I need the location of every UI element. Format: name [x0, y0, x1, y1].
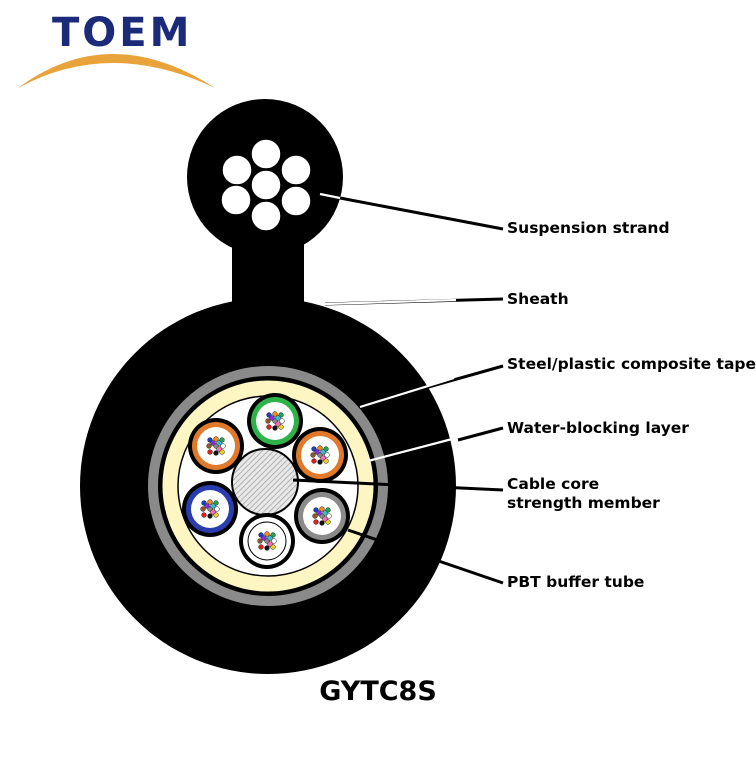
- steel-wire: [220, 184, 252, 216]
- fiber: [206, 443, 212, 449]
- leader-line-white-segments: [319, 192, 457, 463]
- steel-wire: [280, 185, 312, 217]
- label-cable-core: Cable core: [507, 475, 600, 493]
- label-strength-member: strength member: [507, 494, 660, 512]
- leader-lines: [292, 196, 504, 585]
- fiber: [216, 446, 222, 452]
- logo-swoosh: [18, 54, 215, 88]
- fiber: [261, 535, 267, 541]
- fiber: [319, 506, 325, 512]
- fiber: [266, 424, 272, 430]
- fiber: [216, 440, 222, 446]
- steel-wire: [221, 154, 253, 186]
- optical-fibers: [200, 411, 332, 551]
- fiber: [272, 411, 278, 417]
- label-composite-tape: Steel/plastic composite tape: [507, 355, 756, 373]
- steel-wires: [220, 138, 312, 232]
- leader-pbt: [347, 528, 504, 585]
- fiber: [275, 421, 281, 427]
- fiber: [258, 544, 264, 550]
- fiber: [320, 455, 326, 461]
- steel-wire: [250, 169, 282, 201]
- fiber: [322, 510, 328, 516]
- fiber: [220, 443, 226, 449]
- fiber: [207, 513, 213, 519]
- fiber: [210, 503, 216, 509]
- logo-text: TOEM: [52, 10, 193, 56]
- central-strength-member: [231, 448, 299, 516]
- fiber: [214, 506, 220, 512]
- fiber: [210, 509, 216, 515]
- fiber: [207, 449, 213, 455]
- fiber: [264, 545, 270, 551]
- fiber: [267, 535, 273, 541]
- fiber: [317, 459, 323, 465]
- fiber: [269, 415, 275, 421]
- label-pbt-tube: PBT buffer tube: [507, 573, 645, 591]
- fiber: [267, 541, 273, 547]
- fiber: [310, 452, 316, 458]
- fiber: [213, 450, 219, 456]
- steel-wire: [250, 200, 282, 232]
- leader-suspension: [339, 196, 504, 231]
- label-sheath: Sheath: [507, 290, 569, 308]
- fiber: [265, 418, 271, 424]
- leader-water-blocking: [457, 426, 504, 442]
- fiber: [210, 440, 216, 446]
- leader-composite-tape: [424, 364, 504, 390]
- label-suspension-strand: Suspension strand: [507, 219, 670, 237]
- label-water-blocking: Water-blocking layer: [507, 419, 689, 437]
- fiber: [324, 452, 330, 458]
- fiber: [322, 516, 328, 522]
- steel-wire: [280, 154, 312, 186]
- fiber: [264, 531, 270, 537]
- fiber: [313, 519, 319, 525]
- fiber: [311, 458, 317, 464]
- fiber: [213, 436, 219, 442]
- fiber: [279, 418, 285, 424]
- fiber: [320, 449, 326, 455]
- fiber: [326, 513, 332, 519]
- fiber: [272, 425, 278, 431]
- fiber: [314, 449, 320, 455]
- fiber: [271, 538, 277, 544]
- fiber: [312, 513, 318, 519]
- fiber: [275, 415, 281, 421]
- fiber: [200, 506, 206, 512]
- fiber: [316, 510, 322, 516]
- leader-core: [292, 478, 504, 492]
- fiber: [257, 538, 263, 544]
- fiber: [201, 512, 207, 518]
- model-title: GYTC8S: [319, 676, 437, 707]
- fiber: [207, 499, 213, 505]
- fiber: [319, 520, 325, 526]
- fiber: [204, 503, 210, 509]
- fiber: [317, 445, 323, 451]
- steel-wire: [250, 138, 282, 170]
